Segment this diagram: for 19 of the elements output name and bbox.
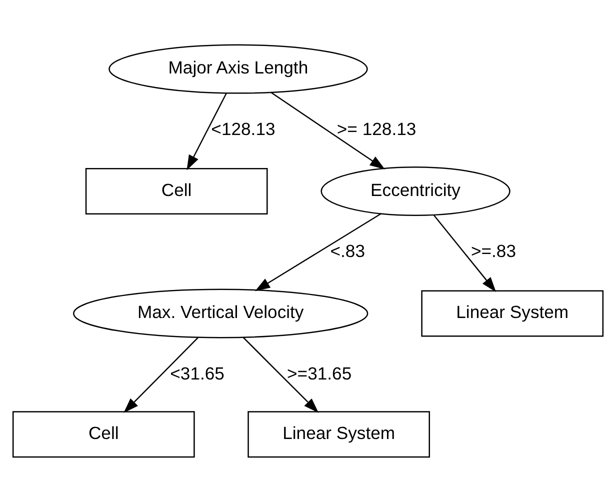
edge-label: >=31.65: [287, 363, 352, 384]
arrow: [186, 93, 227, 170]
arrow: [124, 337, 198, 413]
edge-label: >=.83: [470, 241, 516, 262]
arrow: [270, 92, 385, 170]
node-ellipse: Major Axis Length: [108, 44, 368, 94]
node-box: Cell: [12, 411, 195, 458]
edge-label: <.83: [330, 241, 365, 262]
arrow: [255, 213, 382, 292]
edge-label: <128.13: [211, 118, 276, 139]
node-ellipse: Max. Vertical Velocity: [73, 288, 368, 338]
node-box: Cell: [85, 168, 268, 215]
node-box: Linear System: [421, 290, 604, 337]
edge-label: >= 128.13: [336, 118, 416, 139]
arrow: [433, 214, 496, 292]
node-box: Linear System: [248, 411, 430, 458]
edge-label: <31.65: [170, 363, 224, 384]
arrow: [242, 337, 319, 413]
node-ellipse: Eccentricity: [320, 166, 510, 216]
